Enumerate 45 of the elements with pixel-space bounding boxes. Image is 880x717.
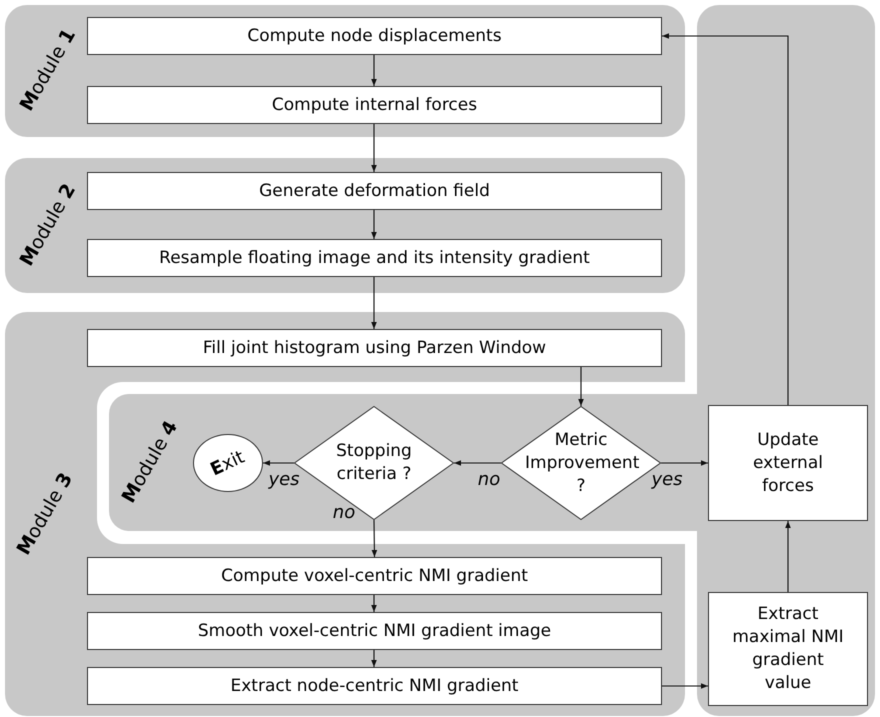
arrow bbox=[371, 277, 377, 329]
decision-label: Metric Improvement ? bbox=[525, 430, 640, 496]
terminal-label: Exit bbox=[208, 446, 248, 480]
arrow bbox=[661, 460, 708, 466]
arrow bbox=[372, 520, 378, 557]
arrow bbox=[371, 55, 377, 86]
arrow bbox=[371, 650, 377, 667]
process-box bbox=[87, 86, 662, 124]
group-band bbox=[697, 5, 875, 716]
box-label: Extract maximal NMI gradient value bbox=[732, 604, 844, 693]
box-label: Compute node displacements bbox=[247, 26, 502, 46]
process-box bbox=[87, 667, 662, 705]
process-box bbox=[87, 172, 662, 210]
process-box bbox=[87, 17, 662, 55]
edge-label: no bbox=[332, 504, 356, 522]
process-box bbox=[87, 329, 662, 367]
arrow bbox=[785, 521, 791, 592]
process-box bbox=[87, 557, 662, 595]
edge-label: yes bbox=[268, 471, 300, 489]
arrow bbox=[263, 460, 294, 466]
process-box bbox=[87, 612, 662, 650]
arrow bbox=[371, 595, 377, 612]
box-label: Update external forces bbox=[753, 430, 823, 496]
arrow bbox=[371, 210, 377, 239]
arrow bbox=[454, 460, 501, 466]
arrow bbox=[662, 33, 789, 405]
process-box bbox=[708, 592, 868, 706]
box-label: Generate deformation field bbox=[259, 180, 490, 200]
edge-label: yes bbox=[651, 471, 683, 489]
box-label: Compute internal forces bbox=[272, 94, 478, 114]
process-box bbox=[87, 239, 662, 277]
arrow bbox=[371, 124, 377, 172]
arrow bbox=[662, 683, 708, 689]
decision-label: Stopping criteria ? bbox=[336, 441, 412, 484]
box-label: Resample floating image and its intensity gradient bbox=[159, 248, 590, 268]
module-band bbox=[5, 5, 685, 137]
module-band bbox=[109, 394, 699, 531]
box-label: Smooth voxel-centric NMI gradient image bbox=[198, 620, 552, 640]
edge-label: no bbox=[478, 471, 500, 489]
module-band bbox=[5, 158, 685, 293]
box-label: Extract node-centric NMI gradient bbox=[230, 676, 518, 696]
box-label: Compute voxel-centric NMI gradient bbox=[221, 566, 528, 586]
arrow bbox=[578, 367, 584, 406]
box-label: Fill joint histogram using Parzen Window bbox=[202, 338, 546, 358]
process-box bbox=[708, 405, 868, 521]
